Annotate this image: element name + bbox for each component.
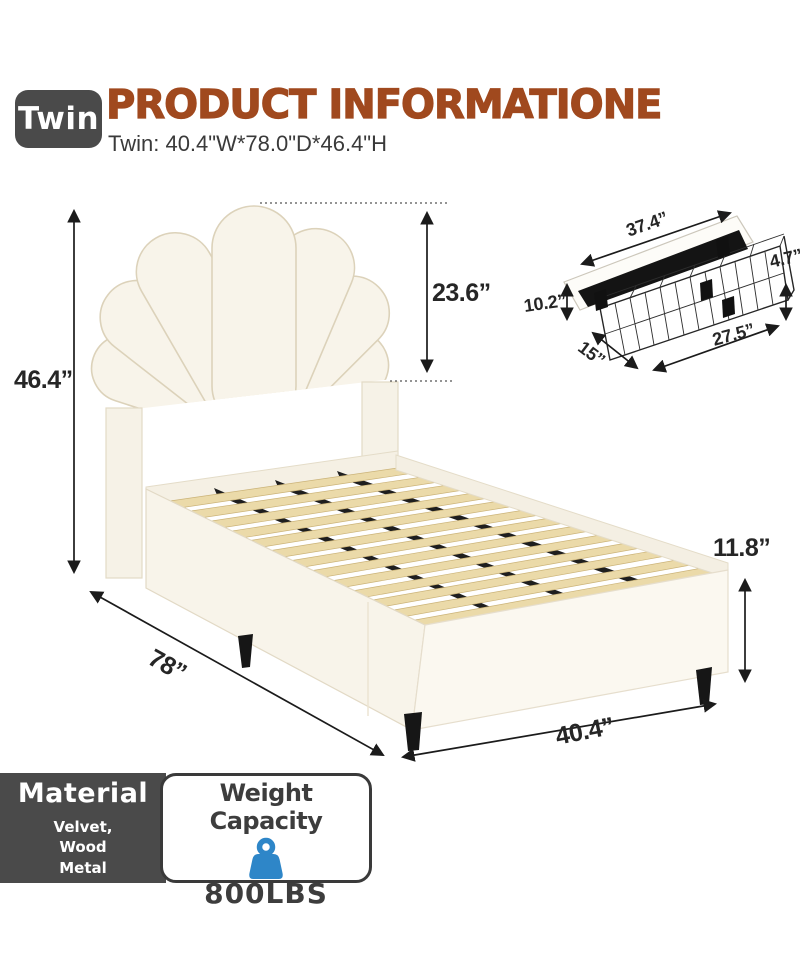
page-title: PRODUCT INFORMATIONE <box>105 81 663 128</box>
material-line: Wood <box>59 838 107 857</box>
bed-frame-illustration <box>145 450 729 731</box>
dimension-arrows <box>67 202 793 762</box>
wooden-slats <box>162 465 717 629</box>
headboard-petals-illustration <box>90 205 391 416</box>
size-specs: Twin: 40.4"W*78.0"D*46.4"H <box>108 131 388 156</box>
material-title: Material <box>17 778 149 809</box>
size-badge: Twin <box>15 90 102 148</box>
weight-capacity-value: 800LBS <box>204 877 328 910</box>
dim-overall-height: 46.4” <box>14 366 73 394</box>
size-badge-label: Twin <box>17 101 100 137</box>
material-line: Metal <box>59 858 107 877</box>
dim-headboard-height: 23.6” <box>432 279 491 307</box>
dim-base-height: 11.8” <box>713 534 771 562</box>
material-box: Material Velvet, Wood Metal <box>0 773 166 883</box>
weight-capacity-title: Weight Capacity <box>209 779 323 835</box>
kettlebell-weight-icon <box>249 837 283 879</box>
weight-capacity-box: Weight Capacity 800LBS <box>160 773 372 910</box>
material-line: Velvet, <box>53 818 113 836</box>
